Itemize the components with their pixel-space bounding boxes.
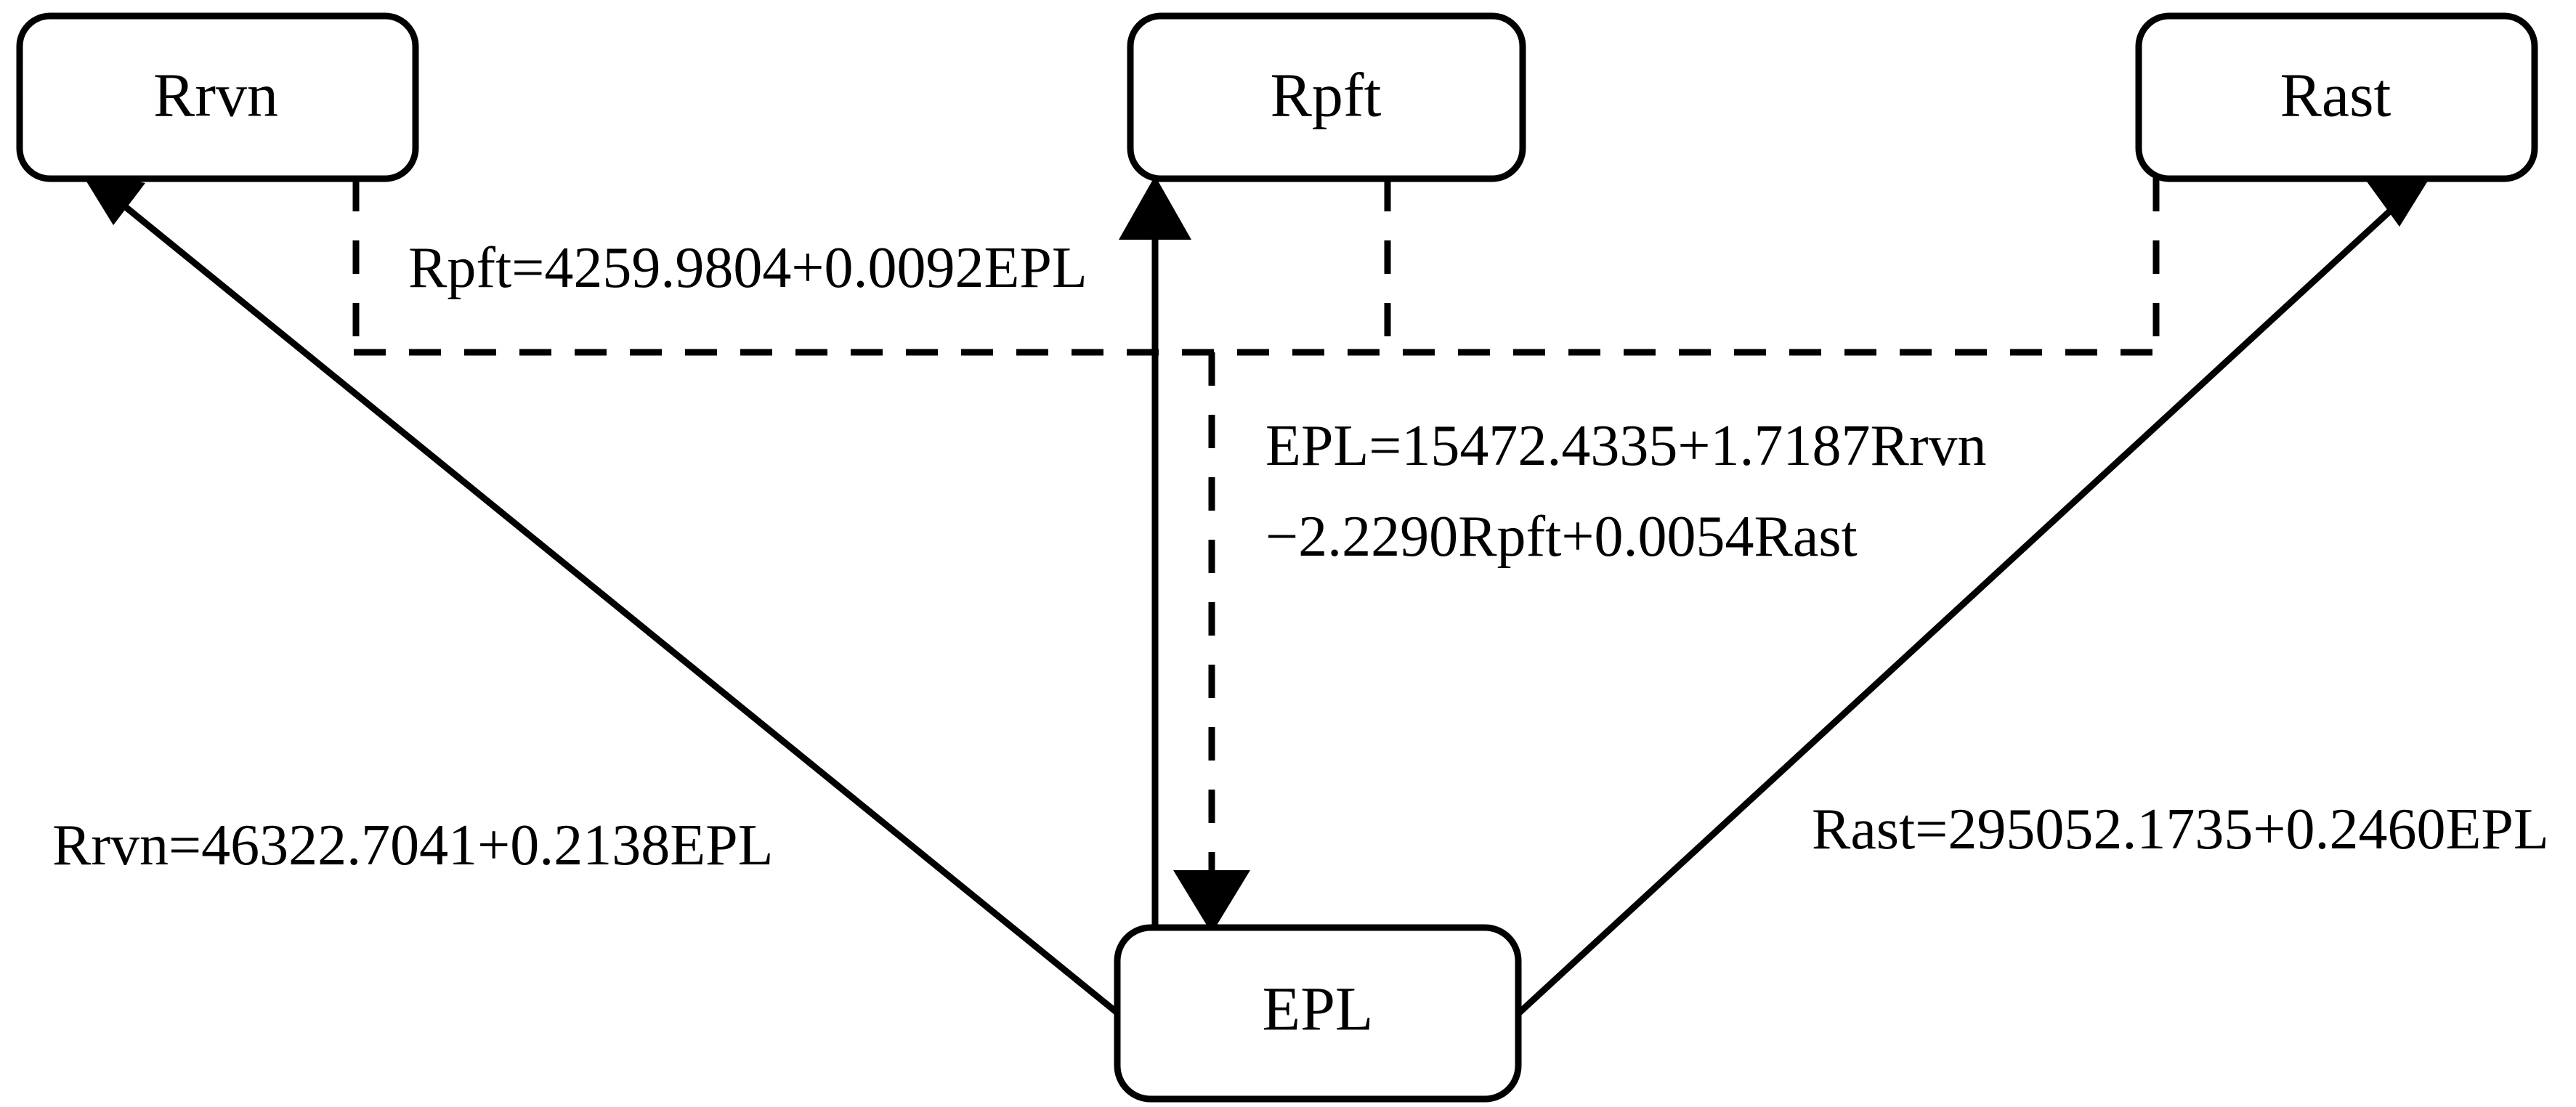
node-label-epl: EPL [1263, 974, 1374, 1044]
node-label-rast: Rast [2280, 60, 2391, 130]
node-box-rast[interactable] [2135, 12, 2538, 182]
arrow-head-to-epl [1173, 870, 1250, 933]
equation-label-epl-line2: −2.2290Rpft+0.0054Rast [1265, 505, 1858, 569]
node-box-epl[interactable] [1114, 924, 1522, 1103]
equation-label-rast: Rast=295052.1735+0.2460EPL [1812, 798, 2549, 861]
arrow-head-to-rpft [1119, 176, 1191, 240]
node-label-rpft: Rpft [1271, 60, 1382, 130]
solid-edge-epl-to-rrvn [108, 192, 1125, 1020]
arrow-head-to-rast [2367, 169, 2435, 227]
node-box-rpft[interactable] [1127, 12, 1526, 182]
arrow-head-to-rrvn [78, 169, 145, 225]
equation-label-epl-line1: EPL=15472.4335+1.7187Rrvn [1265, 414, 1986, 478]
node-label-rrvn: Rrvn [153, 60, 278, 130]
solid-edge-epl-to-rast [1512, 195, 2407, 1020]
equation-label-rrvn: Rrvn=46322.7041+0.2138EPL [52, 814, 773, 877]
equation-label-rpft: Rpft=4259.9804+0.0092EPL [408, 236, 1087, 300]
node-box-rrvn[interactable] [16, 12, 419, 182]
